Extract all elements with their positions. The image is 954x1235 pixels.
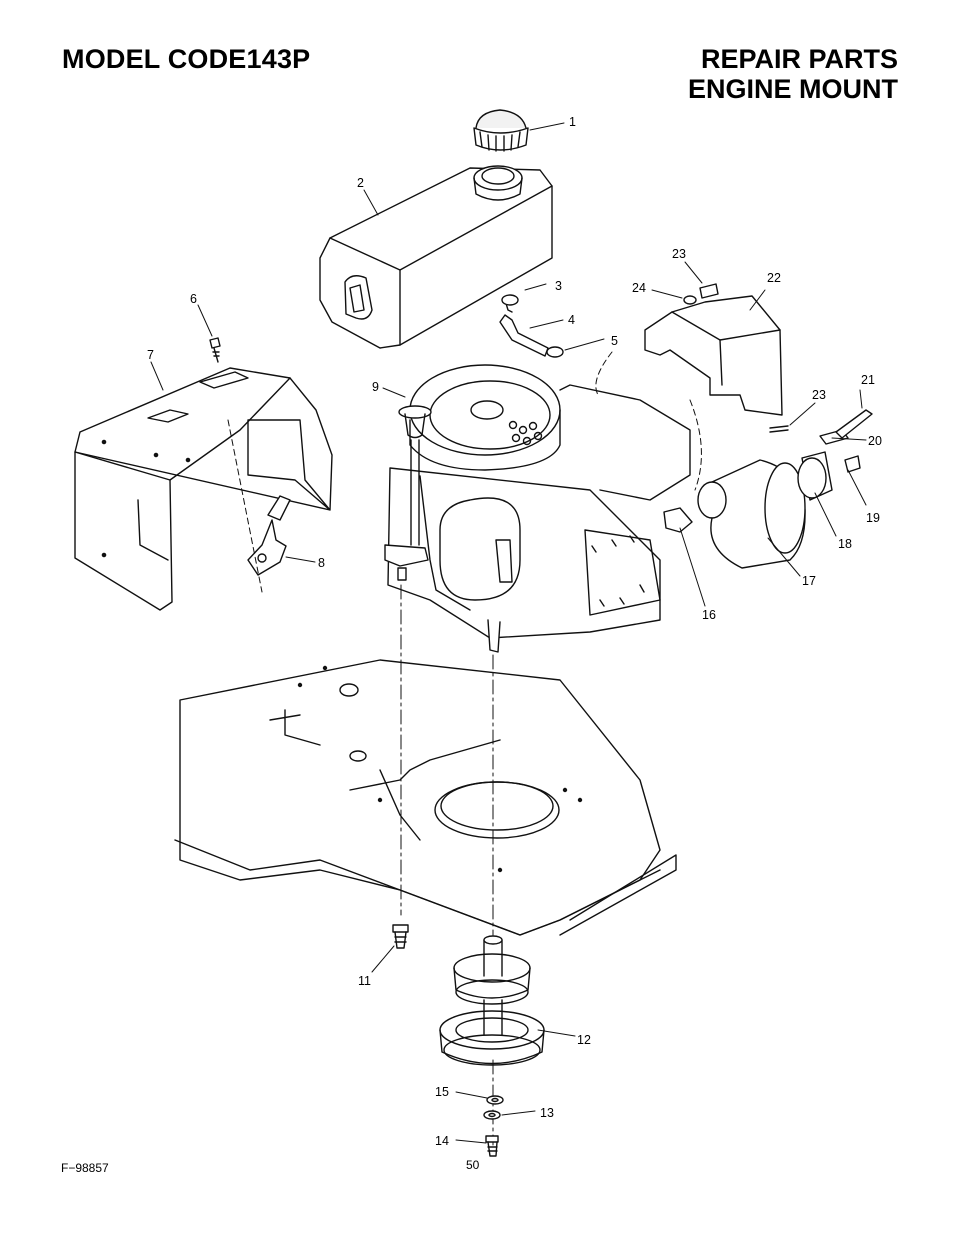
callout-3: 3 [555,279,562,293]
part-muffler [663,409,873,569]
part-washers-bolt [483,1095,504,1157]
callout-8: 8 [318,556,325,570]
callout-5: 5 [611,334,618,348]
callout-6: 6 [190,292,197,306]
callout-labels: 1 2 3 4 5 6 7 8 9 11 12 13 14 15 16 17 1… [147,115,882,1148]
callout-11: 11 [358,974,371,988]
part-deck-frame [174,659,677,936]
callout-23-upper: 23 [672,247,686,261]
callout-9: 9 [372,380,379,394]
callout-2: 2 [357,176,364,190]
callout-14: 14 [435,1134,449,1148]
callout-7: 7 [147,348,154,362]
part-fuel-line [499,294,564,358]
page-number: 50 [466,1158,480,1172]
callout-19: 19 [866,511,880,525]
callout-17: 17 [802,574,816,588]
part-pulley [439,935,545,1066]
callout-23-lower: 23 [812,388,826,402]
callout-15: 15 [435,1085,449,1099]
part-bolt-11 [392,924,409,949]
part-bracket-plate [74,367,333,611]
part-throttle-control [227,419,291,593]
section-title-line2: ENGINE MOUNT [687,74,898,104]
part-engine [384,364,691,653]
callout-21: 21 [861,373,875,387]
section-title: REPAIR PARTS ENGINE MOUNT [688,44,898,104]
callout-18: 18 [838,537,852,551]
callout-20: 20 [868,434,882,448]
callout-4: 4 [568,313,575,327]
part-muffler-bracket [595,283,789,491]
figure-id: F−98857 [61,1161,109,1175]
callout-24: 24 [632,281,646,295]
part-screw-6 [209,337,221,363]
callout-16: 16 [702,608,716,622]
callout-13: 13 [540,1106,554,1120]
part-fuel-tank [319,165,553,349]
callout-leaders [150,122,867,1144]
section-title-line1: REPAIR PARTS [700,44,898,74]
part-fuel-cap [473,109,529,152]
callout-1: 1 [569,115,576,129]
callout-12: 12 [577,1033,591,1047]
callout-22: 22 [767,271,781,285]
model-title: MODEL CODE143P [62,44,311,74]
